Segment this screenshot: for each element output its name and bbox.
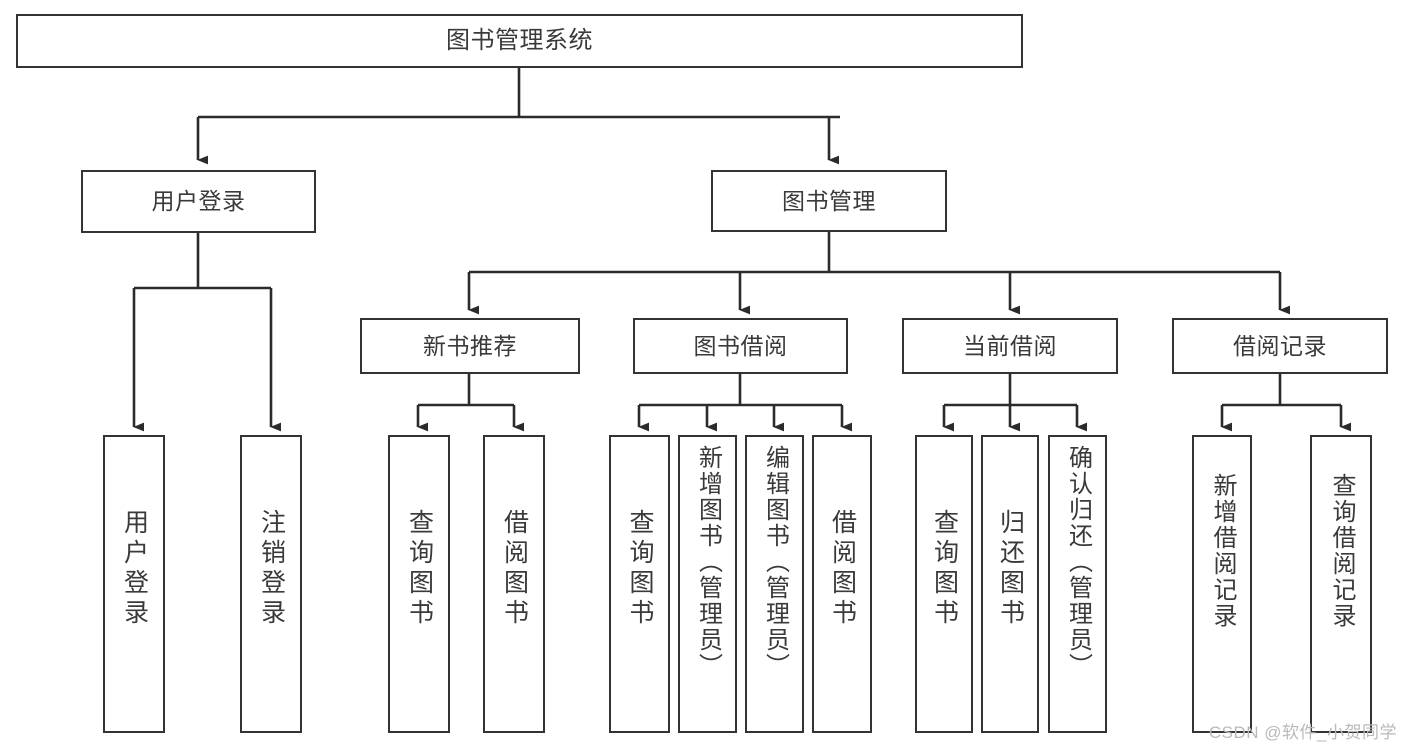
node-leaf-query-borrow-record[interactable]: 查询借阅记录 <box>1310 435 1372 733</box>
node-leaf-query-book-rec[interactable]: 查询图书 <box>388 435 450 733</box>
node-leaf-borrow-book-label: 借阅图书 <box>828 509 857 629</box>
node-leaf-query-book-borrow-label: 查询图书 <box>626 509 654 629</box>
node-leaf-user-login-label: 用户登录 <box>120 509 149 629</box>
node-leaf-borrow-book[interactable]: 借阅图书 <box>812 435 872 733</box>
node-leaf-query-book-current[interactable]: 查询图书 <box>915 435 973 733</box>
node-leaf-edit-book-admin-label: 编辑图书（管理员） <box>761 445 789 679</box>
node-borrow-record[interactable]: 借阅记录 <box>1172 318 1388 374</box>
node-leaf-user-login[interactable]: 用户登录 <box>103 435 165 733</box>
node-leaf-add-borrow-record[interactable]: 新增借阅记录 <box>1192 435 1252 733</box>
node-leaf-user-logout-label: 注销登录 <box>257 509 286 629</box>
node-leaf-confirm-return-admin-label: 确认归还（管理员） <box>1064 445 1092 679</box>
node-book-management[interactable]: 图书管理 <box>711 170 947 232</box>
node-book-management-label: 图书管理 <box>782 187 876 214</box>
node-leaf-return-book-label: 归还图书 <box>996 509 1025 629</box>
node-leaf-query-borrow-record-label: 查询借阅记录 <box>1328 473 1355 629</box>
node-leaf-borrow-book-rec-label: 借阅图书 <box>500 509 529 629</box>
node-leaf-add-borrow-record-label: 新增借阅记录 <box>1209 473 1236 629</box>
node-leaf-query-book-borrow[interactable]: 查询图书 <box>609 435 670 733</box>
node-leaf-add-book-admin-label: 新增图书（管理员） <box>694 445 722 679</box>
node-leaf-query-book-current-label: 查询图书 <box>930 509 959 629</box>
node-user-login-label: 用户登录 <box>151 188 246 215</box>
node-current-borrow-label: 当前借阅 <box>963 332 1057 359</box>
node-leaf-confirm-return-admin[interactable]: 确认归还（管理员） <box>1048 435 1107 733</box>
node-new-book-recommend-label: 新书推荐 <box>423 332 517 359</box>
node-leaf-return-book[interactable]: 归还图书 <box>981 435 1039 733</box>
node-root[interactable]: 图书管理系统 <box>16 14 1023 68</box>
node-leaf-user-logout[interactable]: 注销登录 <box>240 435 302 733</box>
node-book-borrow-label: 图书借阅 <box>693 332 788 359</box>
watermark-text: CSDN @软件_小贺同学 <box>1208 723 1397 742</box>
node-book-borrow[interactable]: 图书借阅 <box>633 318 848 374</box>
node-root-label: 图书管理系统 <box>446 27 593 55</box>
node-new-book-recommend[interactable]: 新书推荐 <box>360 318 580 374</box>
node-leaf-edit-book-admin[interactable]: 编辑图书（管理员） <box>745 435 804 733</box>
node-leaf-borrow-book-rec[interactable]: 借阅图书 <box>483 435 545 733</box>
node-current-borrow[interactable]: 当前借阅 <box>902 318 1118 374</box>
node-leaf-add-book-admin[interactable]: 新增图书（管理员） <box>678 435 737 733</box>
node-leaf-query-book-rec-label: 查询图书 <box>405 509 434 629</box>
node-borrow-record-label: 借阅记录 <box>1233 332 1327 359</box>
node-user-login[interactable]: 用户登录 <box>81 170 316 233</box>
